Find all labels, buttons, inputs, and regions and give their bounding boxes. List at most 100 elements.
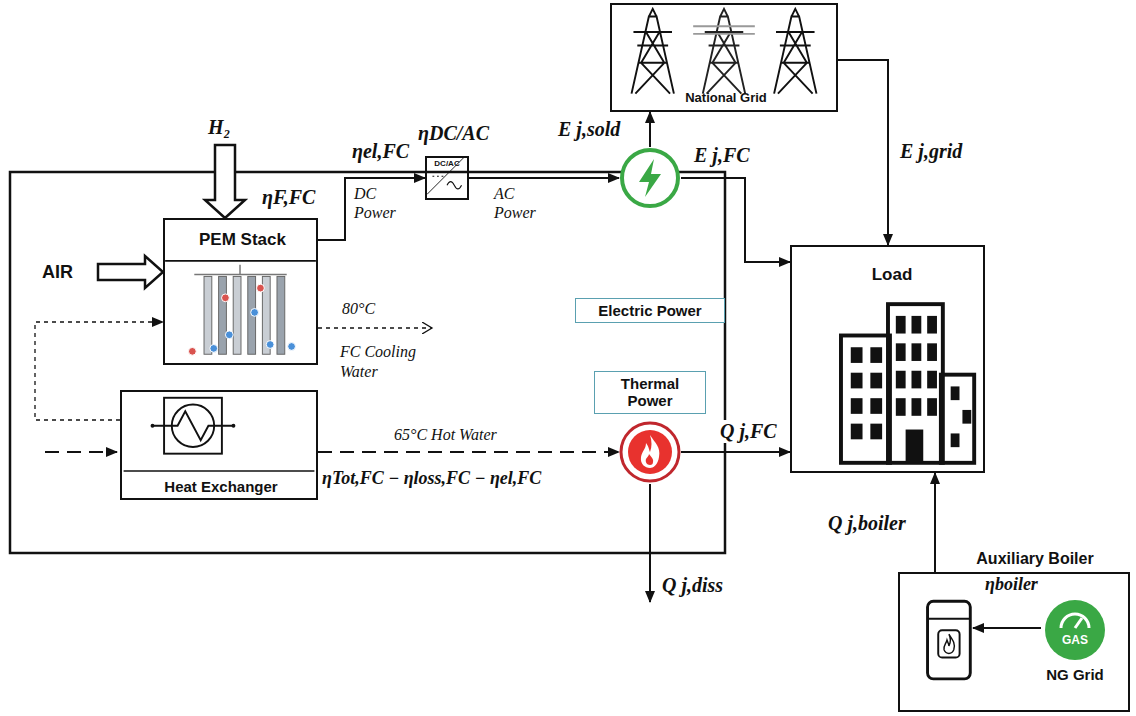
drawing-part: [622, 150, 678, 206]
edge-label: DC Power: [352, 184, 406, 222]
node-illustration: [1045, 600, 1105, 660]
drawing-part: [632, 9, 674, 94]
drawing-part: [870, 398, 882, 414]
drawing-part: [911, 343, 921, 361]
edge-label: AC Power: [492, 184, 556, 222]
drawing-part: [928, 618, 971, 620]
annotation-label: ηel,FC: [352, 140, 409, 163]
drawing-part: [432, 173, 443, 177]
node-box: Electric Power: [619, 147, 681, 209]
drawing-part: [188, 347, 196, 355]
drawing-part: [896, 371, 906, 389]
edge-label: E j,grid: [898, 140, 964, 163]
drawing-part: [941, 375, 974, 463]
drawing-part: [870, 424, 882, 440]
drawing-part: [896, 316, 906, 334]
edge-label: 65°C Hot Water: [392, 426, 499, 444]
drawing-part: [693, 26, 755, 34]
drawing-part: [851, 424, 863, 440]
drawing-part: [204, 276, 212, 354]
drawing-part: [639, 159, 661, 197]
drawing-part: [703, 9, 745, 94]
flow-connector: [35, 322, 163, 420]
drawing-part: [219, 276, 227, 354]
drawing-part: [222, 294, 230, 302]
drawing-part: [251, 309, 259, 317]
drawing-part: [165, 260, 316, 262]
drawing-part: [233, 276, 241, 354]
drawing-part: [288, 343, 296, 351]
edge-label: Q j,boiler: [826, 512, 908, 535]
drawing-part: [851, 347, 863, 363]
drawing-part: [632, 9, 674, 94]
drawing-part: [98, 256, 163, 288]
node-box: National Grid: [610, 3, 838, 112]
annotation-label: ηDC/AC: [418, 122, 489, 145]
flow-connector: [318, 178, 425, 240]
drawing-part: [447, 182, 462, 189]
annotation-label: AIR: [42, 262, 73, 283]
node-label: Heat Exchanger: [122, 478, 320, 495]
annotation-label: 80°C: [342, 300, 375, 318]
drawing-part: [124, 470, 315, 471]
drawing-part: [232, 424, 236, 428]
node-box: Load: [790, 245, 985, 473]
node-box: Heat Exchanger: [120, 390, 318, 500]
drawing-part: [318, 327, 432, 328]
drawing-part: [257, 284, 265, 292]
drawing-part: [911, 398, 921, 416]
drawing-part: [928, 601, 971, 679]
node-box: DC/AC: [425, 156, 469, 200]
node-box: GASNG Grid: [1045, 600, 1105, 660]
node-label: NG Grid: [1025, 666, 1125, 683]
drawing-part: [962, 410, 971, 424]
drawing-part: [973, 627, 1041, 629]
edge-label: E j,FC: [692, 144, 752, 167]
drawing-part: [1061, 614, 1089, 628]
drawing-part: [951, 386, 960, 400]
node-label: GAS: [1045, 634, 1105, 648]
edge-label: E j,sold: [556, 118, 622, 141]
drawing-part: [870, 347, 882, 363]
drawing-part: [774, 9, 816, 94]
flow-connector: [681, 178, 790, 262]
node-illustration: [619, 147, 681, 209]
flow-connector: [838, 60, 888, 245]
drawing-part: [45, 451, 117, 453]
drawing-part: [628, 430, 672, 474]
annotation-label: ηboiler: [985, 574, 1038, 595]
node-illustration: [619, 421, 681, 483]
drawing-part: [851, 373, 863, 389]
drawing-part: [225, 331, 233, 339]
drawing-part: [153, 411, 234, 440]
annotation-label: ηF,FC: [262, 186, 315, 209]
node-label: DC/AC: [427, 159, 467, 168]
drawing-part: [938, 630, 959, 657]
node-label: PEM Stack: [165, 230, 320, 250]
flow-connector: [934, 473, 936, 572]
drawing-part: [896, 343, 906, 361]
drawing-part: [266, 341, 274, 349]
drawing-part: [1045, 600, 1105, 660]
drawing-part: [911, 371, 921, 389]
drawing-part: [1075, 618, 1082, 628]
drawing-part: [774, 9, 816, 94]
drawing-part: [927, 316, 937, 334]
drawing-part: [927, 398, 937, 416]
drawing-part: [951, 433, 960, 447]
node-label: Thermal Power: [594, 371, 706, 414]
annotation-label: H₂: [208, 116, 231, 139]
drawing-part: [888, 304, 943, 463]
drawing-part: [621, 423, 679, 481]
annotation-label: Q j,diss: [662, 574, 723, 597]
drawing-part: [205, 145, 245, 218]
node-box: Thermal Power: [619, 421, 681, 483]
flow-connector: [681, 451, 790, 453]
drawing-part: [646, 454, 653, 465]
drawing-part: [10, 172, 725, 553]
drawing-part: [649, 484, 651, 602]
edge-label: Q j,FC: [718, 420, 779, 443]
annotation-label: ηTot,FC − ηloss,FC − ηel,FC: [322, 468, 541, 489]
drawing-part: [210, 345, 218, 353]
